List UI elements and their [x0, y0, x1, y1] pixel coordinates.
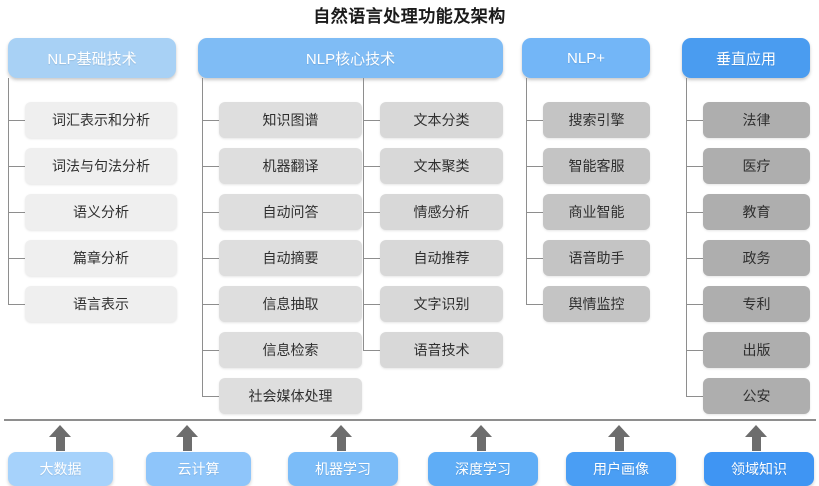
- foundation-item-ml[interactable]: 机器学习: [288, 452, 398, 486]
- connector-stub: [202, 120, 219, 121]
- list-item[interactable]: 公安: [703, 378, 810, 414]
- list-item[interactable]: 机器翻译: [219, 148, 362, 184]
- foundation-item-domain-knowledge[interactable]: 领域知识: [704, 452, 814, 486]
- list-item[interactable]: 篇章分析: [25, 240, 177, 276]
- connector-stub: [686, 166, 703, 167]
- up-arrow-icon: [745, 425, 767, 451]
- list-item[interactable]: 情感分析: [380, 194, 503, 230]
- connector-trunk-c2b: [363, 78, 364, 350]
- connector-stub: [686, 258, 703, 259]
- connector-stub: [202, 258, 219, 259]
- foundation-item-bigdata[interactable]: 大数据: [8, 452, 113, 486]
- list-item[interactable]: 舆情监控: [543, 286, 650, 322]
- connector-stub: [686, 212, 703, 213]
- connector-stub: [363, 304, 380, 305]
- list-item[interactable]: 法律: [703, 102, 810, 138]
- foundation-item-user-profile[interactable]: 用户画像: [566, 452, 676, 486]
- connector-stub: [202, 304, 219, 305]
- connector-stub: [363, 258, 380, 259]
- list-item[interactable]: 商业智能: [543, 194, 650, 230]
- connector-stub: [8, 120, 25, 121]
- list-item[interactable]: 词法与句法分析: [25, 148, 177, 184]
- up-arrow-icon: [176, 425, 198, 451]
- list-item[interactable]: 文本聚类: [380, 148, 503, 184]
- connector-stub: [363, 120, 380, 121]
- list-item[interactable]: 语义分析: [25, 194, 177, 230]
- list-item[interactable]: 语音技术: [380, 332, 503, 368]
- column-header-nlp-basic[interactable]: NLP基础技术: [8, 38, 176, 78]
- list-item[interactable]: 信息检索: [219, 332, 362, 368]
- connector-stub: [8, 166, 25, 167]
- up-arrow-icon: [49, 425, 71, 451]
- up-arrow-icon: [608, 425, 630, 451]
- foundation-separator: [4, 419, 816, 421]
- column-header-vertical-app[interactable]: 垂直应用: [682, 38, 810, 78]
- list-item[interactable]: 智能客服: [543, 148, 650, 184]
- connector-stub: [363, 166, 380, 167]
- connector-stub: [526, 212, 543, 213]
- up-arrow-icon: [470, 425, 492, 451]
- up-arrow-icon: [330, 425, 352, 451]
- connector-stub: [526, 120, 543, 121]
- list-item[interactable]: 文本分类: [380, 102, 503, 138]
- connector-stub: [202, 396, 219, 397]
- list-item[interactable]: 知识图谱: [219, 102, 362, 138]
- list-item[interactable]: 搜索引擎: [543, 102, 650, 138]
- connector-stub: [8, 258, 25, 259]
- connector-stub: [363, 350, 380, 351]
- list-item[interactable]: 语音助手: [543, 240, 650, 276]
- list-item[interactable]: 社会媒体处理: [219, 378, 362, 414]
- list-item[interactable]: 出版: [703, 332, 810, 368]
- connector-stub: [202, 350, 219, 351]
- connector-trunk-c2a: [202, 78, 203, 396]
- foundation-item-cloud[interactable]: 云计算: [146, 452, 251, 486]
- connector-stub: [686, 304, 703, 305]
- list-item[interactable]: 信息抽取: [219, 286, 362, 322]
- list-item[interactable]: 文字识别: [380, 286, 503, 322]
- list-item[interactable]: 词汇表示和分析: [25, 102, 177, 138]
- connector-stub: [686, 396, 703, 397]
- list-item[interactable]: 语言表示: [25, 286, 177, 322]
- foundation-item-dl[interactable]: 深度学习: [428, 452, 538, 486]
- connector-stub: [363, 212, 380, 213]
- connector-trunk-c4: [686, 78, 687, 396]
- connector-stub: [526, 304, 543, 305]
- connector-stub: [202, 166, 219, 167]
- column-header-nlp-core[interactable]: NLP核心技术: [198, 38, 503, 78]
- list-item[interactable]: 医疗: [703, 148, 810, 184]
- connector-stub: [686, 120, 703, 121]
- list-item[interactable]: 教育: [703, 194, 810, 230]
- connector-trunk-c1: [8, 78, 9, 304]
- list-item[interactable]: 自动摘要: [219, 240, 362, 276]
- list-item[interactable]: 专利: [703, 286, 810, 322]
- connector-trunk-c3: [526, 78, 527, 304]
- list-item[interactable]: 自动推荐: [380, 240, 503, 276]
- connector-stub: [526, 166, 543, 167]
- connector-stub: [8, 304, 25, 305]
- connector-stub: [686, 350, 703, 351]
- page-title: 自然语言处理功能及架构: [313, 7, 506, 26]
- list-item[interactable]: 政务: [703, 240, 810, 276]
- list-item[interactable]: 自动问答: [219, 194, 362, 230]
- connector-stub: [202, 212, 219, 213]
- connector-stub: [8, 212, 25, 213]
- column-header-nlp-plus[interactable]: NLP+: [522, 38, 650, 78]
- connector-stub: [526, 258, 543, 259]
